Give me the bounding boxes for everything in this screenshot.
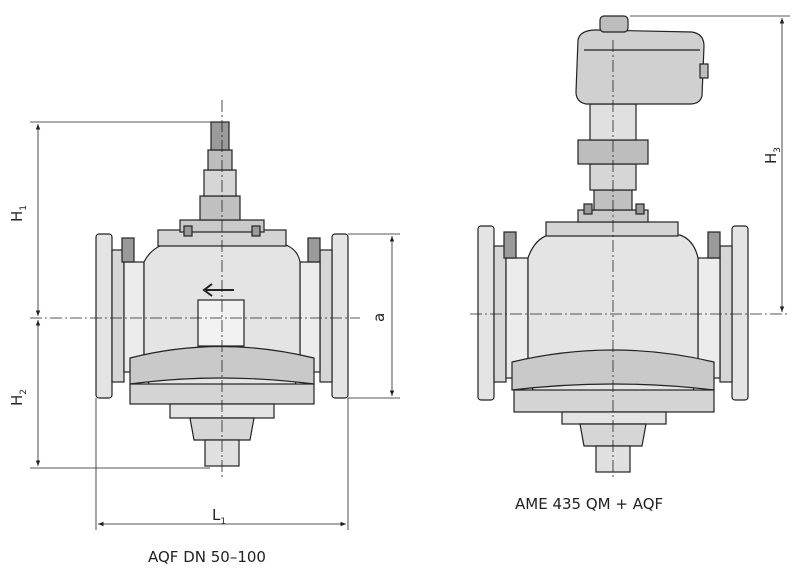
caption-aqf-dn: AQF DN 50–100	[148, 548, 266, 566]
dim-label-h3: H3	[762, 147, 783, 164]
actuator-housing	[575, 29, 705, 105]
right-flange-left	[477, 225, 495, 401]
dim-label-h2: H2	[8, 389, 29, 406]
dim-label-a: a	[370, 313, 388, 322]
dim-label-l1: L1	[212, 506, 226, 527]
right-flange-right	[731, 225, 749, 401]
caption-ame435-aqf: AME 435 QM + AQF	[515, 495, 664, 513]
valve-aqf-drawing	[95, 121, 349, 467]
left-flange-right	[331, 233, 349, 399]
dim-label-h1: H1	[8, 205, 29, 222]
flow-arrow-icon	[202, 283, 234, 297]
left-flange-left	[95, 233, 113, 399]
flow-plate	[197, 299, 245, 347]
actuator-top-knob	[599, 15, 629, 33]
valve-ame435-drawing	[477, 15, 749, 473]
